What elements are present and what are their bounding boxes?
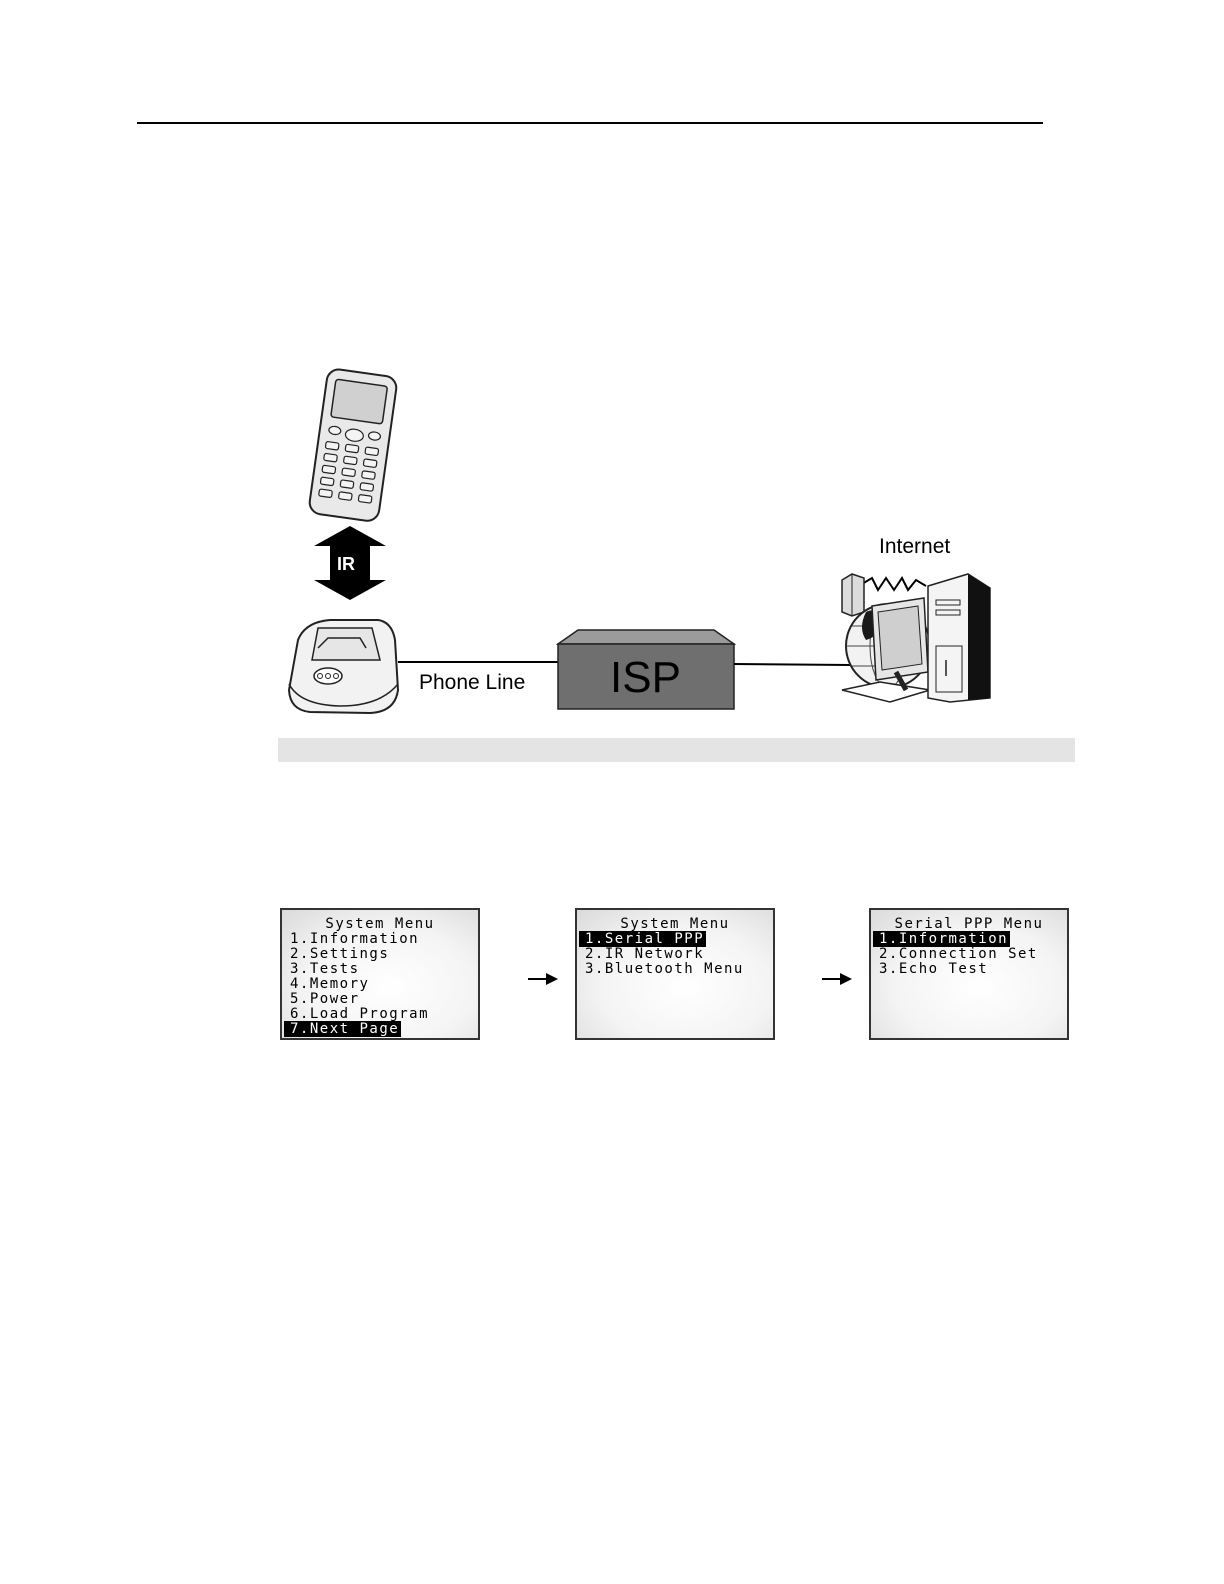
network-line: [734, 664, 850, 665]
menu-item-selected[interactable]: 7.Next Page: [282, 1022, 478, 1037]
ir-label: IR: [337, 554, 355, 575]
screen-title: System Menu: [282, 917, 478, 932]
handheld-terminal-icon: [308, 368, 398, 522]
internet-computer-icon: [842, 574, 990, 702]
ir-cradle-icon: [289, 620, 398, 713]
menu-item[interactable]: 3.Bluetooth Menu: [577, 962, 773, 977]
screen-serial-ppp-menu: Serial PPP Menu 1.Information 2.Connecti…: [869, 908, 1069, 1040]
menu-item[interactable]: 2.IR Network: [577, 947, 773, 962]
menu-item[interactable]: 3.Echo Test: [871, 962, 1067, 977]
internet-label: Internet: [879, 535, 950, 559]
menu-item[interactable]: 5.Power: [282, 992, 478, 1007]
menu-item[interactable]: 1.Information: [282, 932, 478, 947]
screen-title: System Menu: [577, 917, 773, 932]
menu-item[interactable]: 2.Connection Set: [871, 947, 1067, 962]
phone-line-label: Phone Line: [419, 671, 525, 695]
menu-item[interactable]: 4.Memory: [282, 977, 478, 992]
menu-item[interactable]: 2.Settings: [282, 947, 478, 962]
screen-title: Serial PPP Menu: [871, 917, 1067, 932]
menu-item-selected[interactable]: 1.Serial PPP: [577, 932, 773, 947]
screen-system-menu-page1: System Menu 1.Information 2.Settings 3.T…: [280, 908, 480, 1040]
caption-bar: [278, 738, 1075, 762]
right-arrow-icon: [822, 970, 854, 988]
menu-item[interactable]: 6.Load Program: [282, 1007, 478, 1022]
right-arrow-icon: [528, 970, 560, 988]
menu-item-selected[interactable]: 1.Information: [871, 932, 1067, 947]
screen-system-menu-page2: System Menu 1.Serial PPP 2.IR Network 3.…: [575, 908, 775, 1040]
isp-label: ISP: [610, 653, 681, 703]
menu-item[interactable]: 3.Tests: [282, 962, 478, 977]
